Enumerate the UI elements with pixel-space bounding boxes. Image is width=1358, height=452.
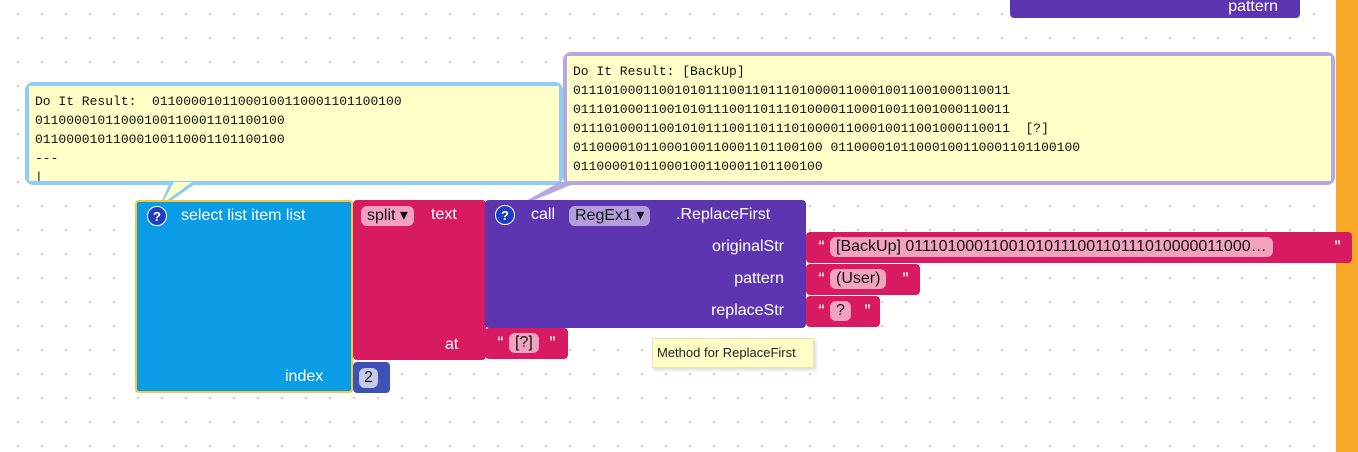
open-quote: “ <box>818 301 825 317</box>
open-quote: “ <box>497 333 504 349</box>
help-icon[interactable]: ? <box>147 206 167 226</box>
replacestr-value[interactable]: ? <box>830 301 851 321</box>
at-value[interactable]: [?] <box>509 333 539 353</box>
component-dropdown[interactable]: RegEx1 ▾ <box>569 206 651 226</box>
help-icon[interactable]: ? <box>495 205 515 225</box>
replacestr-text-block[interactable]: “ ? ” <box>806 296 880 327</box>
index-value[interactable]: 2 <box>359 368 378 388</box>
open-quote: “ <box>818 269 825 285</box>
select-list-item-label: select list item list <box>181 207 306 224</box>
call-regex-replacefirst-block[interactable]: ? call RegEx1 ▾ .ReplaceFirst originalSt… <box>485 200 806 328</box>
pattern-block-partial[interactable]: pattern <box>1010 0 1300 18</box>
tooltip: Method for ReplaceFirst <box>652 338 814 368</box>
text-label: text <box>431 206 457 223</box>
param-originalstr-label: originalStr <box>711 238 784 255</box>
pattern-value[interactable]: (User) <box>830 269 887 289</box>
number-block[interactable]: 2 <box>353 362 390 393</box>
param-replacestr-label: replaceStr <box>711 302 784 319</box>
index-label: index <box>285 368 324 385</box>
param-pattern-label: pattern <box>734 270 784 287</box>
close-quote: ” <box>1334 237 1341 253</box>
close-quote: ” <box>549 333 556 349</box>
do-it-result-comment-left[interactable]: Do It Result: 01100001011000100110001101… <box>25 82 563 185</box>
method-label: .ReplaceFirst <box>676 206 771 223</box>
split-block[interactable]: split ▾ text at <box>353 200 486 360</box>
at-text-block[interactable]: “ [?] ” <box>485 328 568 359</box>
originalstr-text-block[interactable]: “ [BackUp] 01110100011001010111001101110… <box>806 232 1352 263</box>
call-label: call <box>531 206 556 223</box>
close-quote: ” <box>902 269 909 285</box>
open-quote: “ <box>818 237 825 253</box>
pattern-label: pattern <box>1228 0 1278 15</box>
at-label: at <box>445 336 459 353</box>
close-quote: ” <box>864 301 871 317</box>
select-list-item-block[interactable]: ? select list item list index <box>135 200 353 393</box>
do-it-result-comment-right[interactable]: Do It Result: [BackUp] 01110100011001010… <box>563 52 1335 185</box>
comment-text[interactable]: Do It Result: 01100001011000100110001101… <box>29 86 559 181</box>
pattern-text-block[interactable]: “ (User) ” <box>806 264 920 295</box>
comment-text[interactable]: Do It Result: [BackUp] 01110100011001010… <box>567 56 1331 181</box>
split-dropdown[interactable]: split ▾ <box>361 206 414 226</box>
workspace-scrollbar[interactable] <box>1336 0 1358 452</box>
originalstr-value[interactable]: [BackUp] 0111010001100101011100110111010… <box>830 237 1273 257</box>
